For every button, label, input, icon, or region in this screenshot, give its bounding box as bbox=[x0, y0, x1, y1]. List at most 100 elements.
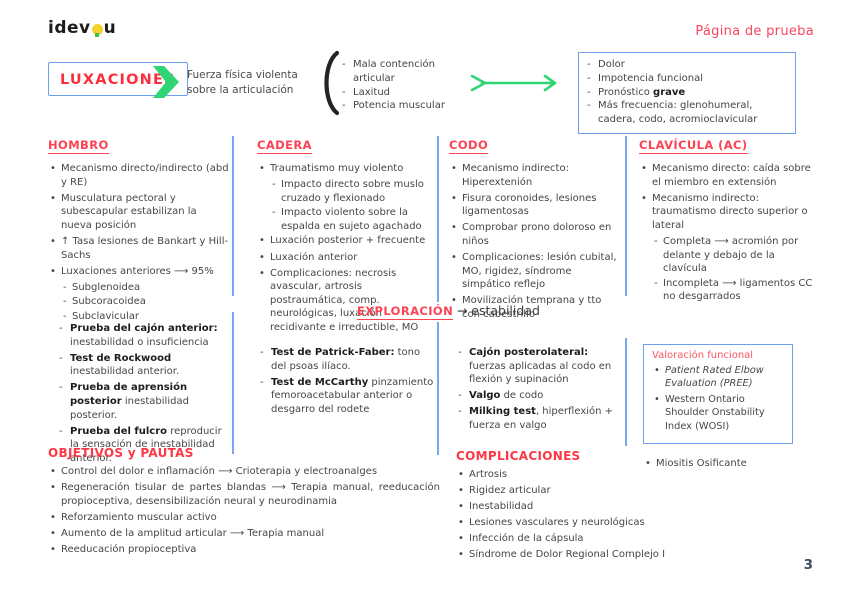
bullet-marker: • bbox=[259, 267, 265, 279]
column-divider bbox=[625, 136, 627, 296]
list-item-text: Impotencia funcional bbox=[598, 72, 703, 84]
list-item-text: Traumatismo muy violento bbox=[270, 163, 404, 174]
section-codo: CODO •Mecanismo indirecto: Hiperextenión… bbox=[449, 134, 621, 324]
list-item-text: Patient Rated Elbow Evaluation (PREE) bbox=[665, 365, 764, 390]
bullet-marker: • bbox=[458, 501, 464, 513]
list-item: •Luxaciones anteriores ⟶ 95% bbox=[48, 265, 230, 279]
bullet-marker: • bbox=[458, 533, 464, 545]
section-heading: CODO bbox=[449, 138, 489, 154]
list-item-text: Inestabilidad bbox=[469, 501, 534, 513]
section-clavicula: CLAVÍCULA (AC) • Mecanismo directo: caída… bbox=[639, 134, 819, 305]
list-item-text: Luxación anterior bbox=[270, 251, 358, 263]
list-item: • Reeducación propioceptiva bbox=[48, 543, 440, 557]
dash-marker: - bbox=[458, 347, 462, 358]
bullet-marker: • bbox=[50, 163, 56, 174]
list-item: -Subglenoidea bbox=[48, 281, 230, 295]
dash-marker: - bbox=[587, 86, 591, 98]
list-item: -Subcoracoidea bbox=[48, 295, 230, 309]
cadera-tests: -Test de Patrick-Faber: tono del psoas i… bbox=[258, 346, 434, 419]
list-item: •Miositis Osificante bbox=[643, 457, 813, 471]
bullet-marker: • bbox=[451, 222, 457, 234]
list-item-text: Valgo de codo bbox=[469, 390, 544, 402]
lightbulb-icon bbox=[91, 24, 103, 37]
list-item-text: Más frecuencia: glenohumeral, cadera, co… bbox=[598, 100, 758, 126]
page-number: 3 bbox=[803, 557, 813, 573]
bullet-marker: • bbox=[50, 482, 56, 494]
list-item-text: Mecanismo directo: caída sobre el miembr… bbox=[652, 163, 811, 188]
logo-text-left: idev bbox=[48, 18, 91, 38]
bullet-marker: • bbox=[451, 192, 457, 204]
bullet-marker: • bbox=[641, 192, 647, 204]
definition-text: Fuerza física violenta sobre la articula… bbox=[187, 69, 298, 97]
list-item: -Pronóstico grave bbox=[587, 86, 787, 100]
list-item: • Regeneración tisular de partes blandas … bbox=[48, 481, 440, 508]
list-item-text: Musculatura pectoral y subescapular esta… bbox=[61, 192, 197, 231]
list-item-text: Test de Patrick-Faber: tono del psoas il… bbox=[271, 347, 421, 372]
dash-marker: - bbox=[260, 376, 264, 388]
section-heading: HOMBRO bbox=[48, 138, 109, 154]
list-item: •Mecanismo indirecto: Hiperextenión bbox=[449, 162, 621, 189]
bullet-marker: • bbox=[641, 163, 647, 174]
page-title: LUXACIONES bbox=[60, 72, 176, 88]
bullet-marker: • bbox=[458, 549, 464, 561]
bullet-marker: • bbox=[50, 466, 56, 477]
exploracion-label: EXPLORACIÓN bbox=[357, 304, 454, 320]
list-item-text: Mala contención articular bbox=[353, 59, 435, 84]
bullet-marker: • bbox=[50, 235, 56, 247]
list-item-text: Complicaciones: necrosis avascular, artr… bbox=[270, 267, 419, 334]
list-item-text: Artrosis bbox=[469, 469, 508, 480]
complicaciones-list: •Artrosis•Rigidez articular•Inestabilida… bbox=[456, 468, 726, 562]
list-item-text: Impacto directo sobre muslo cruzado y fl… bbox=[281, 179, 424, 204]
list-item-text: Comprobar prono doloroso en niños bbox=[462, 222, 612, 247]
list-item-text: Fisura coronoides, lesiones ligamentosas bbox=[462, 192, 597, 218]
causes-list: -Mala contención articular-Laxitud-Poten… bbox=[342, 58, 477, 113]
exploracion-heading: EXPLORACIÓN → estabilidad bbox=[357, 303, 540, 320]
list-item-text: Infección de la cápsula bbox=[469, 533, 584, 545]
list-item: -Milking test, hiperflexión + fuerza en … bbox=[456, 405, 626, 432]
list-item-text: Movilización temprana y tto con cabestri… bbox=[462, 295, 602, 320]
bullet-marker: • bbox=[50, 527, 56, 539]
list-item-text: Regeneración tisular de partes blandas ⟶… bbox=[61, 482, 440, 507]
bullet-marker: • bbox=[451, 295, 457, 307]
bullet-marker: • bbox=[50, 543, 56, 555]
list-item: •Lesiones vasculares y neurológicas bbox=[456, 516, 726, 530]
list-item-text: Prueba del cajón anterior: inestabilidad… bbox=[70, 323, 218, 348]
list-item: • Mecanismo directo: caída sobre el miemb… bbox=[639, 162, 819, 189]
column-divider bbox=[437, 136, 439, 302]
list-item: -Cajón posterolateral: fuerzas aplicadas… bbox=[456, 346, 626, 387]
list-item: -Impotencia funcional bbox=[587, 72, 787, 86]
list-item-text: Complicaciones: lesión cubital, MO, rigi… bbox=[462, 252, 617, 291]
clavicula-list: • Mecanismo directo: caída sobre el miemb… bbox=[639, 162, 819, 304]
list-item: •Complicaciones: lesión cubital, MO, rig… bbox=[449, 251, 621, 292]
objetivos-list: •Control del dolor e inflamación ⟶ Criot… bbox=[48, 465, 440, 557]
list-item-text: Mecanismo directo/indirecto (abd y RE) bbox=[61, 163, 229, 188]
list-item-text: Lesiones vasculares y neurológicas bbox=[469, 517, 645, 529]
dash-marker: - bbox=[59, 323, 63, 334]
bullet-marker: • bbox=[259, 251, 265, 263]
list-item: -Impacto directo sobre muslo cruzado y f… bbox=[257, 178, 431, 205]
hombro-list: • Mecanismo directo/indirecto (abd y RE) •… bbox=[48, 162, 230, 324]
list-item-text: Reeducación propioceptiva bbox=[61, 543, 197, 555]
list-item: •Musculatura pectoral y subescapular est… bbox=[48, 192, 230, 233]
dash-marker: - bbox=[63, 281, 67, 293]
list-item: -Más frecuencia: glenohumeral, cadera, c… bbox=[587, 99, 787, 127]
list-item: •Artrosis bbox=[456, 468, 726, 482]
list-item-text: Completa ⟶ acromión por delante y debajo… bbox=[663, 235, 799, 275]
list-item-text: Subcoracoidea bbox=[72, 296, 146, 308]
column-divider bbox=[625, 338, 627, 446]
list-item-text: Reforzamiento muscular activo bbox=[61, 511, 217, 523]
dash-marker: - bbox=[63, 310, 67, 322]
list-item-text: Cajón posterolateral: fuerzas aplicadas … bbox=[469, 347, 612, 386]
box-title: Valoración funcional bbox=[652, 350, 754, 361]
list-item-text: Miositis Osificante bbox=[656, 458, 747, 469]
dash-marker: - bbox=[342, 86, 346, 98]
bullet-marker: • bbox=[458, 485, 464, 497]
list-item: -Laxitud bbox=[342, 86, 477, 100]
dash-marker: - bbox=[587, 59, 591, 70]
codo-tests: -Cajón posterolateral: fuerzas aplicadas… bbox=[456, 346, 626, 435]
section-heading: CLAVÍCULA (AC) bbox=[639, 138, 748, 154]
valoracion-funcional-box: Valoración funcional •Patient Rated Elbo… bbox=[643, 344, 793, 444]
list-item: • Inestabilidad bbox=[456, 500, 726, 514]
column-divider bbox=[437, 322, 439, 455]
